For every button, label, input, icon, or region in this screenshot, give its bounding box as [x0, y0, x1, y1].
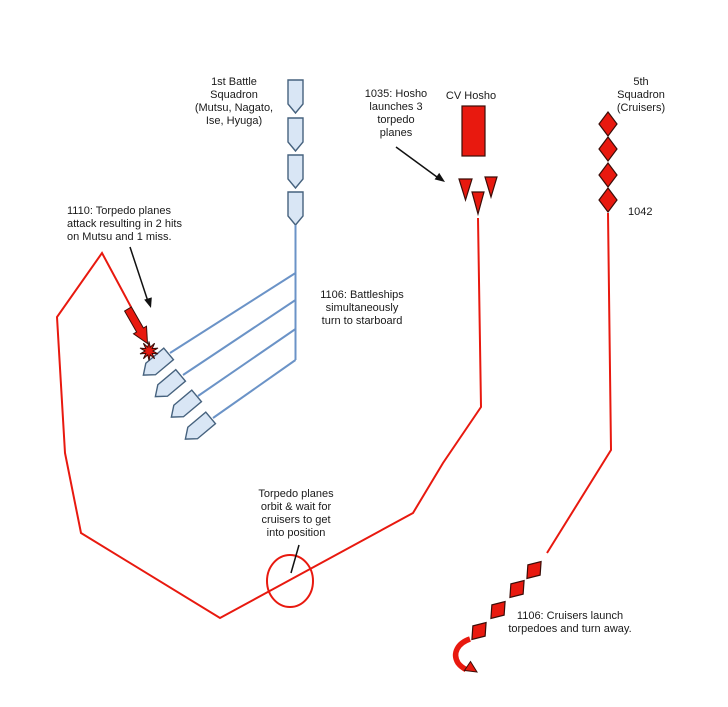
torpedo-plane-symbols [458, 176, 498, 217]
label-line: torpedo [377, 114, 415, 126]
label-line: 5th [633, 76, 649, 88]
attack-arrow-icon [123, 306, 149, 345]
battleship-symbol [154, 368, 187, 398]
cruiser-symbol [598, 136, 618, 162]
label-line: torpedoes and turn away. [508, 623, 632, 635]
label-line: 1035: Hosho [364, 88, 428, 100]
cruiser-symbol [598, 111, 618, 137]
cruiser-symbol [598, 162, 618, 188]
torpedo-attack-label: 1110: Torpedo planes attack resulting in… [67, 205, 191, 244]
label-line: into position [266, 527, 326, 539]
hosho-launch-label: 1035: Hosho launches 3 torpedo planes [356, 88, 436, 140]
battleship-symbol [287, 191, 304, 227]
orbit-circle [266, 554, 314, 608]
battleship-symbol [287, 154, 304, 190]
battleship-symbol [142, 347, 175, 376]
orbit-wait-label: Torpedo planes orbit & wait for cruisers… [253, 488, 339, 540]
label-line: Squadron [210, 89, 258, 101]
label-line: 1110: Torpedo planes [67, 205, 171, 217]
label-line: on Mutsu and 1 miss. [67, 231, 172, 243]
cruiser-symbol [598, 187, 618, 213]
carrier-symbol [461, 105, 486, 157]
cruiser-symbol [509, 579, 525, 599]
cruiser-symbol [490, 600, 506, 620]
battleship-symbol [184, 411, 217, 440]
battle-squadron-label: 1st Battle Squadron (Mutsu, Nagato, Ise,… [178, 76, 290, 128]
annotation-arrow-attack [129, 246, 152, 308]
label-line: simultaneously [325, 302, 399, 314]
annotation-arrow-launch [395, 146, 445, 182]
cruiser-symbol [526, 560, 542, 580]
label-line: attack resulting in 2 hits [67, 218, 182, 230]
label-line: (Cruisers) [616, 102, 666, 114]
battleship-track-lines [169, 225, 297, 419]
cruiser-track [546, 212, 613, 554]
label-line: planes [379, 127, 413, 139]
label-line: 1106: Cruisers launch [516, 610, 624, 622]
torpedo-plane-track [55, 217, 483, 620]
cruiser-symbol [471, 621, 487, 641]
label-line: cruisers to get [261, 514, 331, 526]
orbit-pointer-line [290, 544, 300, 574]
cv-hosho-label: CV Hosho [445, 90, 497, 102]
cruiser-column-symbols [598, 111, 618, 213]
time-1042-label: 1042 [628, 206, 653, 218]
battleships-turned-symbols [142, 347, 217, 440]
turn-away-arrow-icon [452, 636, 478, 673]
cruisers-launch-label: 1106: Cruisers launch torpedoes and turn… [503, 610, 637, 636]
label-line: Squadron [617, 89, 665, 101]
label-line: turn to starboard [321, 315, 403, 327]
explosion-icon [139, 341, 159, 361]
battleships-turn-label: 1106: Battleships simultaneously turn to… [316, 289, 408, 328]
cruisers-turned-symbols [471, 560, 542, 641]
battleship-symbol [287, 117, 304, 153]
label-line: orbit & wait for [260, 501, 332, 513]
label-line: launches 3 [369, 101, 423, 113]
battleship-symbol [287, 79, 304, 115]
label-line: Ise, Hyuga) [205, 115, 263, 127]
torpedo-plane-symbol [484, 176, 498, 200]
battleship-symbol [170, 389, 203, 418]
label-line: 1st Battle [211, 76, 257, 88]
label-line: 1106: Battleships [320, 289, 404, 301]
label-line: Torpedo planes [258, 488, 334, 500]
torpedo-plane-symbol [471, 191, 485, 217]
torpedo-plane-symbol [458, 178, 473, 203]
label-line: (Mutsu, Nagato, [194, 102, 274, 114]
battleship-column-symbols [287, 79, 304, 227]
fifth-squadron-label: 5th Squadron (Cruisers) [606, 76, 676, 115]
